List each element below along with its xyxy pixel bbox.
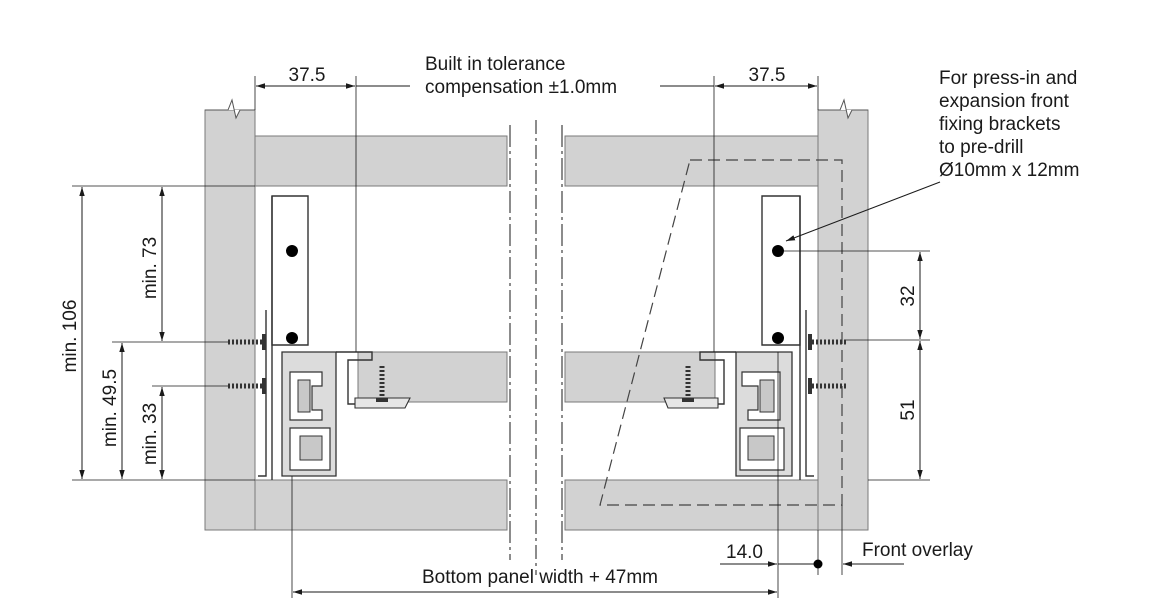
min-33-label: min. 33 [140, 403, 161, 465]
left-slide-assembly [258, 195, 411, 480]
bottom-panel-width-label: Bottom panel width + 47mm [422, 567, 658, 588]
min-49-5-label: min. 49.5 [100, 369, 121, 447]
dimension-37-5-right-label: 37.5 [749, 65, 786, 86]
left-bracket-hole-upper [286, 245, 298, 257]
note-line-1: For press-in and [939, 68, 1077, 89]
right-slide-assembly [663, 195, 814, 480]
dim-14-label: 14.0 [726, 542, 763, 563]
note-line-3: fixing brackets [939, 114, 1060, 135]
left-vertical-screw [376, 366, 388, 402]
left-screw-lower [228, 378, 266, 394]
left-bracket-hole-lower [286, 332, 298, 344]
left-base-panel [254, 479, 508, 531]
note-line-5: Ø10mm x 12mm [939, 160, 1079, 181]
front-overlay-dimension: Front overlay [813, 540, 973, 569]
center-break-line [509, 120, 563, 575]
right-bracket-hole-upper [772, 245, 784, 257]
note-line-2: expansion front [939, 91, 1070, 112]
right-screw-upper [808, 334, 846, 350]
left-top-panel [254, 135, 508, 187]
right-cabinet-side-wall [817, 98, 869, 531]
pre-drill-note: For press-in and expansion front fixing … [785, 68, 1079, 242]
note-line-4: to pre-drill [939, 137, 1023, 158]
dimension-32: 32 [784, 250, 930, 341]
dimension-51: 51 [868, 341, 930, 481]
left-cabinet-side-wall [204, 98, 256, 531]
front-overlay-label: Front overlay [862, 540, 973, 561]
dimension-min-49-5: min. 49.5 [100, 341, 228, 479]
note-leader-line [785, 181, 941, 242]
tolerance-note: Built in tolerance compensation ±1.0mm [425, 54, 617, 98]
min-106-label: min. 106 [60, 300, 81, 373]
min-73-label: min. 73 [140, 237, 161, 299]
dimension-37-5-left-label: 37.5 [289, 65, 326, 86]
tolerance-line-2: compensation ±1.0mm [425, 77, 617, 98]
dim-32-label: 32 [898, 285, 919, 306]
dimension-37-5-left: 37.5 [254, 65, 410, 352]
left-drawer-bottom-panel [357, 351, 508, 403]
dim-51-label: 51 [898, 399, 919, 420]
dimension-37-5-right: 37.5 [660, 65, 819, 352]
dimension-min-106: min. 106 [60, 185, 255, 481]
tolerance-line-1: Built in tolerance [425, 54, 565, 75]
right-vertical-screw [682, 366, 694, 402]
right-bracket-hole-lower [772, 332, 784, 344]
dimension-14: 14.0 [720, 352, 843, 598]
right-top-panel [564, 135, 819, 187]
dimension-min-73: min. 73 [140, 187, 165, 341]
left-screw-upper [228, 334, 266, 350]
dimension-bottom-panel-width: Bottom panel width + 47mm [291, 476, 777, 598]
dimension-min-33: min. 33 [140, 385, 228, 479]
right-screw-lower [808, 378, 846, 394]
right-drawer-bottom-panel [564, 351, 716, 403]
